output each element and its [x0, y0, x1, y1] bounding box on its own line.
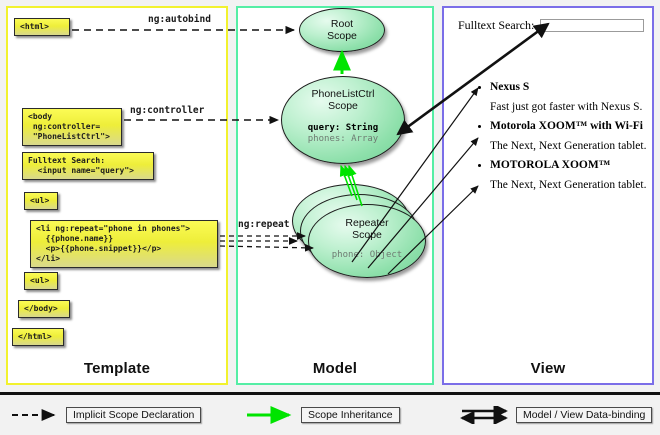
list-item: MOTOROLA XOOM™ The Next, Next Generation…	[474, 158, 654, 193]
template-box-li-repeat: <li ng:repeat="phone in phones"> {{phone…	[30, 220, 218, 268]
view-search-row: Fulltext Search:	[458, 18, 645, 33]
template-box-html-open: <html>	[14, 18, 70, 36]
legend-label-scope-inheritance: Scope Inheritance	[301, 407, 400, 423]
legend-label-implicit-scope-declaration: Implicit Scope Declaration	[66, 407, 202, 423]
phone-snippet: The Next, Next Generation tablet.	[490, 179, 647, 191]
template-box-ul-close: <ul>	[24, 272, 58, 290]
scope-root: Root Scope	[299, 8, 385, 52]
template-box-html-close: </html>	[12, 328, 64, 346]
view-search-input[interactable]	[540, 19, 645, 32]
template-box-ul-open: <ul>	[24, 192, 58, 210]
scope-phonelistctrl-prop-phones: phones: Array	[307, 134, 379, 144]
list-item: Nexus S Fast just got faster with Nexus …	[474, 80, 654, 115]
list-item: Motorola XOOM™ with Wi-Fi The Next, Next…	[474, 119, 654, 154]
scope-phonelistctrl-title-2: Scope	[328, 100, 358, 112]
solid-arrow-icon	[245, 406, 297, 424]
panel-template-label: Template	[83, 360, 151, 377]
edge-label-ng-autobind: ng:autobind	[148, 14, 211, 25]
phone-snippet: The Next, Next Generation tablet.	[490, 140, 647, 152]
scope-repeater-title-2: Scope	[352, 229, 382, 241]
phone-name: MOTOROLA XOOM™	[474, 158, 654, 173]
dashed-arrow-icon	[10, 406, 62, 424]
phone-name: Motorola XOOM™ with Wi-Fi	[474, 119, 654, 134]
edge-label-ng-controller: ng:controller	[130, 105, 205, 116]
scope-root-title-1: Root	[330, 18, 354, 30]
view-phone-list: Nexus S Fast just got faster with Nexus …	[474, 80, 654, 197]
scope-repeater-prop-phone: phone: Object	[331, 250, 403, 260]
scope-repeater-title-1: Repeater	[345, 217, 389, 229]
phone-name: Nexus S	[474, 80, 654, 95]
phone-snippet: Fast just got faster with Nexus S.	[490, 101, 643, 113]
view-search-label: Fulltext Search:	[458, 18, 535, 32]
legend-item-implicit-scope-declaration: Implicit Scope Declaration	[10, 406, 202, 424]
view-content: Fulltext Search: Nexus S Fast just got f…	[444, 8, 652, 383]
legend-item-model-view-data-binding: Model / View Data-binding	[460, 403, 653, 426]
scope-phonelistctrl-prop-query: query: String	[307, 123, 379, 133]
legend-item-scope-inheritance: Scope Inheritance	[245, 406, 400, 424]
template-box-body-open: <body ng:controller= "PhoneListCtrl">	[22, 108, 122, 146]
edge-label-ng-repeat: ng:repeat	[238, 219, 290, 230]
scope-phonelistctrl-title-1: PhoneListCtrl	[311, 88, 375, 100]
panel-view-label: View	[530, 360, 566, 377]
legend-label-model-view-data-binding: Model / View Data-binding	[516, 407, 653, 423]
scope-repeater: Repeater Scope phone: Object	[308, 204, 426, 278]
panel-view: Fulltext Search: Nexus S Fast just got f…	[442, 6, 654, 385]
panel-model-label: Model	[312, 360, 358, 377]
scope-root-title-2: Scope	[327, 30, 357, 42]
double-arrow-icon	[460, 403, 512, 426]
template-box-fulltext-search: Fulltext Search: <input name="query">	[22, 152, 154, 180]
legend-divider	[0, 392, 660, 395]
template-box-body-close: </body>	[18, 300, 70, 318]
scope-phonelistctrl: PhoneListCtrl Scope query: String phones…	[281, 76, 405, 164]
